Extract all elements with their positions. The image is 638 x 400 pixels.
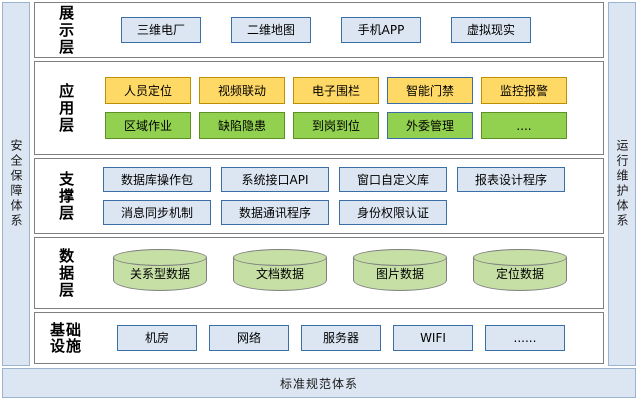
layer-label-text: 数据层 (57, 247, 76, 299)
layer-label-text: 基础 设施 (49, 320, 82, 355)
node-box[interactable]: 系统接口API (221, 167, 329, 192)
cylinder-top-ellipse (233, 249, 327, 266)
node-row: 三维电厂 二维地图 手机APP 虚拟现实 (97, 17, 593, 43)
node-box[interactable]: 网络 (209, 325, 289, 351)
node-box[interactable]: 电子围栏 (293, 77, 379, 104)
right-band-label: 运行维护体系 (615, 139, 629, 229)
layer-label-infra: 基础 设施 (35, 313, 97, 363)
node-box[interactable]: 报表设计程序 (457, 167, 565, 192)
node-box[interactable]: 外委管理 (387, 112, 473, 139)
node-box[interactable]: 虚拟现实 (451, 17, 531, 43)
node-row: 数据库操作包系统接口API 窗口自定义库报表设计程序 (97, 167, 593, 192)
layer-row-presentation: 展示层 三维电厂 二维地图 手机APP 虚拟现实 (34, 2, 604, 58)
node-box[interactable]: 三维电厂 (121, 17, 201, 43)
layer-label-text: 应用层 (57, 82, 76, 134)
layer-row-application: 应用层人员定位视频联动电子围栏智能门禁监控报警区域作业缺陷隐患到岗到位外委管理.… (34, 61, 604, 155)
node-box[interactable]: 窗口自定义库 (339, 167, 447, 192)
layer-label-text: 支撑层 (57, 170, 76, 222)
layer-label-text: 展示层 (57, 4, 76, 56)
layer-label-support: 支撑层 (35, 159, 97, 233)
left-band-label: 安全保障体系 (9, 139, 23, 229)
node-box[interactable]: 服务器 (301, 325, 381, 351)
node-box[interactable]: 视频联动 (199, 77, 285, 104)
layer-body-application: 人员定位视频联动电子围栏智能门禁监控报警区域作业缺陷隐患到岗到位外委管理.... (97, 62, 603, 154)
node-row: 机房网络服务器 WIFI...... (97, 325, 593, 351)
node-box[interactable]: 人员定位 (105, 77, 191, 104)
node-box[interactable]: .... (481, 112, 567, 139)
data-cylinder[interactable]: 文档数据 (233, 249, 327, 297)
node-box[interactable]: 消息同步机制 (103, 200, 211, 225)
layer-body-data: 关系型数据 文档数据 图片数据 定位数据 (97, 238, 603, 308)
right-vertical-band-operations-maintenance: 运行维护体系 (608, 2, 636, 366)
left-vertical-band-security-assurance: 安全保障体系 (2, 2, 30, 366)
layer-body-support: 数据库操作包系统接口API 窗口自定义库报表设计程序消息同步机制数据通讯程序身份权… (97, 159, 603, 233)
data-cylinder[interactable]: 图片数据 (353, 249, 447, 297)
cylinder-label: 文档数据 (255, 266, 304, 281)
node-box[interactable]: 身份权限认证 (339, 200, 447, 225)
node-row: 区域作业缺陷隐患到岗到位外委管理.... (97, 112, 593, 139)
node-box[interactable]: 缺陷隐患 (199, 112, 285, 139)
layer-stack: 展示层 三维电厂 二维地图 手机APP 虚拟现实应用层 人员定位视频联动电子围栏智能门禁监… (34, 2, 604, 366)
layer-row-data: 数据层 关系型数据 文档数据 图片数据 定位数据 (34, 237, 604, 309)
node-box[interactable]: 到岗到位 (293, 112, 379, 139)
bottom-band-standards-system: 标准规范体系 (2, 368, 636, 398)
node-box[interactable]: 数据通讯程序 (221, 200, 329, 225)
node-box[interactable]: 机房 (117, 325, 197, 351)
node-box[interactable]: 监控报警 (481, 77, 567, 104)
layer-label-application: 应用层 (35, 62, 97, 154)
node-row: 关系型数据 文档数据 图片数据 定位数据 (97, 249, 593, 297)
bottom-band-label: 标准规范体系 (279, 376, 358, 391)
layer-label-presentation: 展示层 (35, 3, 97, 57)
node-box[interactable]: 数据库操作包 (103, 167, 211, 192)
node-box[interactable]: ...... (485, 325, 565, 351)
node-box[interactable]: 手机APP (341, 17, 421, 43)
node-box[interactable]: 智能门禁 (387, 77, 473, 104)
cylinder-label: 图片数据 (375, 266, 424, 281)
cylinder-label: 定位数据 (495, 266, 544, 281)
cylinder-label: 关系型数据 (129, 266, 190, 281)
node-row: 人员定位视频联动电子围栏智能门禁监控报警 (97, 77, 593, 104)
data-cylinder[interactable]: 定位数据 (473, 249, 567, 297)
node-box[interactable]: 区域作业 (105, 112, 191, 139)
layer-row-infra: 基础 设施 机房网络服务器 WIFI...... (34, 312, 604, 364)
layer-row-support: 支撑层 数据库操作包系统接口API 窗口自定义库报表设计程序消息同步机制数据通讯程序… (34, 158, 604, 234)
node-box[interactable]: 二维地图 (231, 17, 311, 43)
data-cylinder[interactable]: 关系型数据 (113, 249, 207, 297)
cylinder-top-ellipse (113, 249, 207, 266)
cylinder-top-ellipse (473, 249, 567, 266)
cylinder-top-ellipse (353, 249, 447, 266)
layer-body-infra: 机房网络服务器 WIFI...... (97, 313, 603, 363)
node-row: 消息同步机制数据通讯程序身份权限认证 (97, 200, 593, 225)
node-box[interactable]: WIFI (393, 325, 473, 351)
layer-body-presentation: 三维电厂 二维地图 手机APP 虚拟现实 (97, 3, 603, 57)
layer-label-data: 数据层 (35, 238, 97, 308)
